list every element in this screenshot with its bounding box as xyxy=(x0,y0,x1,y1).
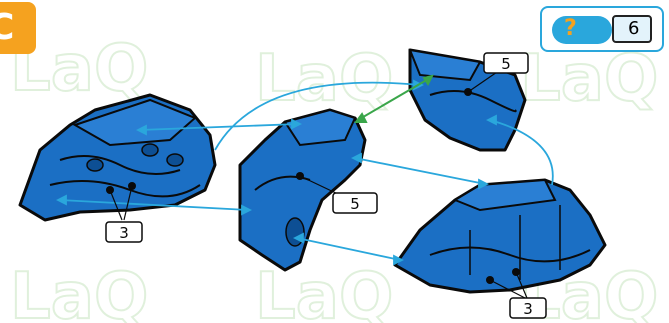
svg-text:LaQ: LaQ xyxy=(10,260,148,323)
piece-left xyxy=(20,95,215,220)
piece-count-bottom-right: 3 xyxy=(523,300,533,318)
piece-count-middle: 5 xyxy=(350,195,360,213)
hint-number: 6 xyxy=(628,20,639,38)
piece-count-top-right: 5 xyxy=(501,55,511,73)
piece-count-left: 3 xyxy=(119,224,129,242)
svg-text:LaQ: LaQ xyxy=(520,42,658,116)
step-letter: C xyxy=(0,10,14,46)
watermark-logo: LaQ xyxy=(10,260,148,323)
piece-count-tag-middle: 5 xyxy=(333,193,377,213)
watermark-logo: LaQ xyxy=(255,260,393,323)
svg-text:LaQ: LaQ xyxy=(255,42,393,116)
watermark-logo: LaQ xyxy=(520,42,658,116)
piece-count-tag-top-right: 5 xyxy=(484,53,528,73)
piece-count-tag-left: 3 xyxy=(106,222,142,242)
connector-arrow xyxy=(297,238,400,260)
connector-arrow xyxy=(355,158,485,184)
question-mark: ? xyxy=(564,18,577,40)
piece-middle xyxy=(240,110,365,270)
question-icon xyxy=(552,16,612,44)
watermark-logo: LaQ xyxy=(255,42,393,116)
svg-text:LaQ: LaQ xyxy=(255,260,393,323)
hint-button[interactable]: ? 6 xyxy=(540,6,664,52)
piece-count-tag-bottom-right: 3 xyxy=(510,298,546,318)
step-badge: C xyxy=(0,2,36,54)
